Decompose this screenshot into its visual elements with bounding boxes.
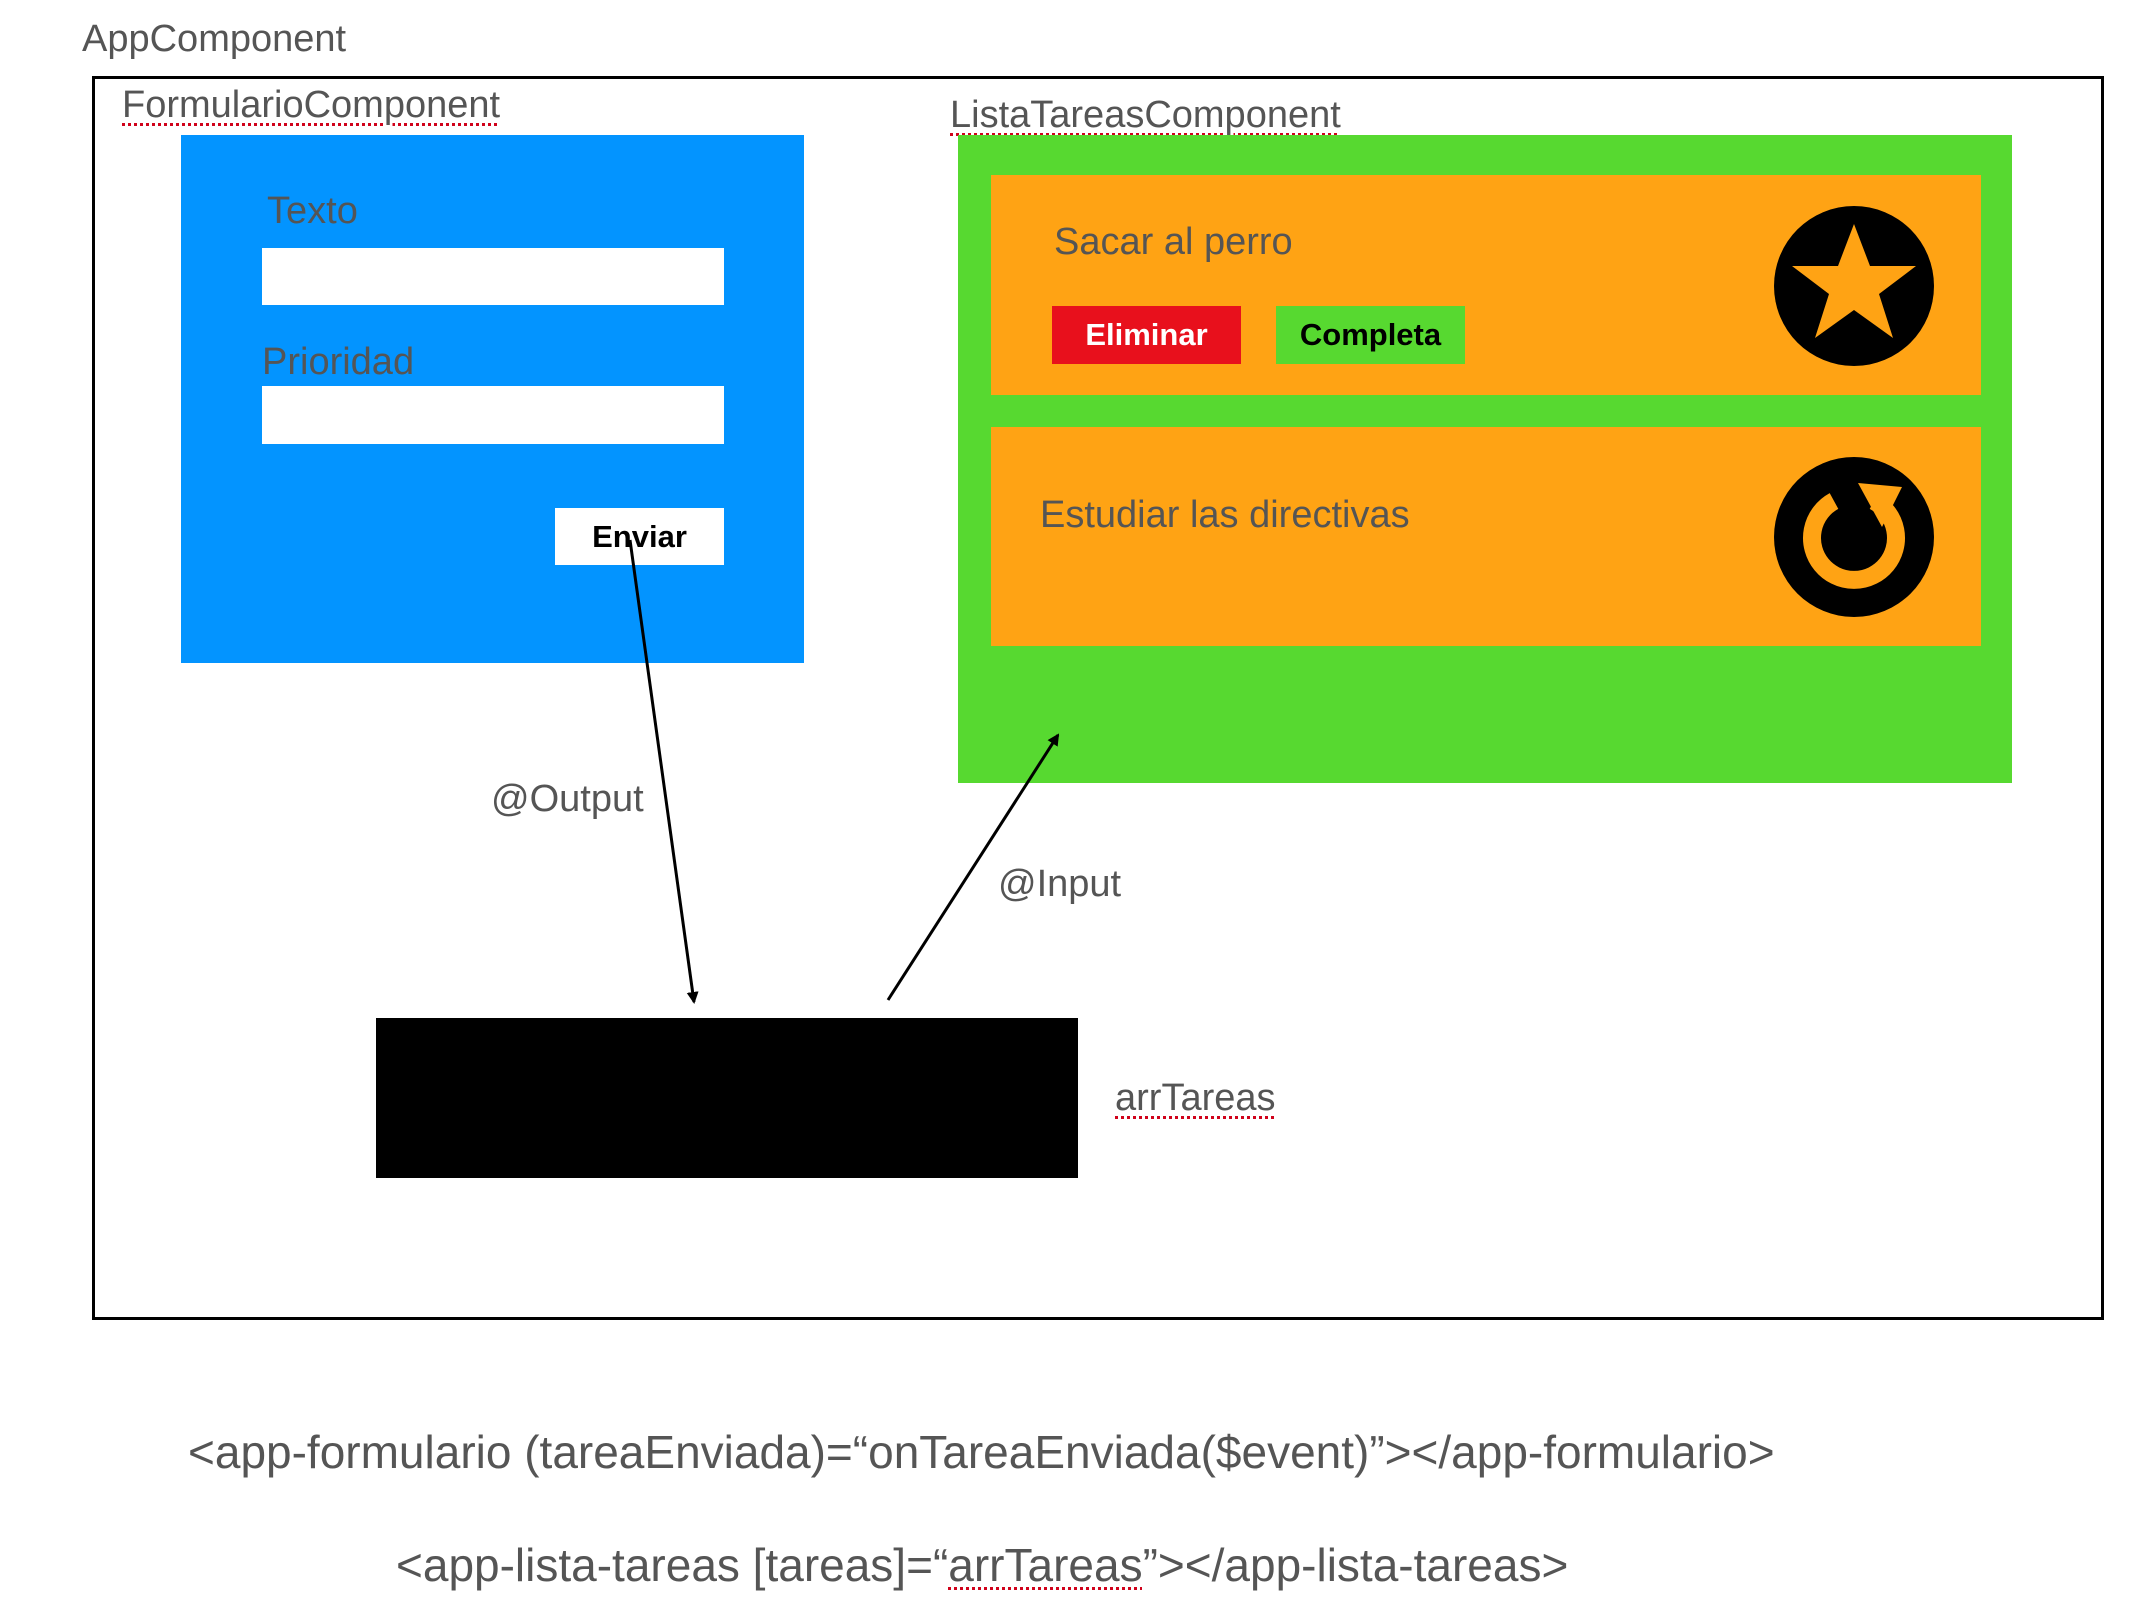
prioridad-label: Prioridad [262,341,415,383]
task-title: Sacar al perro [1054,221,1293,263]
completa-button[interactable]: Completa [1276,306,1465,364]
enviar-button[interactable]: Enviar [555,508,724,565]
code-line-binding: arrTareas [948,1539,1143,1591]
lista-tareas-component-label: ListaTareasComponent [950,94,1341,136]
texto-input[interactable] [262,248,724,305]
eliminar-button[interactable]: Eliminar [1052,306,1241,364]
code-line-formulario: <app-formulario (tareaEnviada)=“onTareaE… [188,1426,1775,1478]
formulario-component-label: FormularioComponent [122,84,501,126]
prioridad-input[interactable] [262,386,724,444]
arr-tareas-box [376,1018,1078,1178]
output-decorator-label: @Output [491,778,644,820]
star-icon [1774,206,1934,366]
refresh-icon [1774,457,1934,617]
texto-label: Texto [267,190,358,232]
code-line-lista-tareas: <app-lista-tareas [tareas]=“arrTareas”><… [396,1538,1568,1592]
code-line-prefix: <app-lista-tareas [tareas]=“ [396,1539,949,1591]
app-component-frame [92,76,2104,1320]
output-arrow [628,539,699,1004]
input-decorator-label: @Input [998,863,1122,905]
arr-tareas-label: arrTareas [1115,1077,1276,1119]
input-arrow [886,733,1060,1001]
code-line-suffix: ”></app-lista-tareas> [1142,1539,1569,1591]
task-title: Estudiar las directivas [1040,494,1410,536]
app-component-label: AppComponent [82,18,347,60]
